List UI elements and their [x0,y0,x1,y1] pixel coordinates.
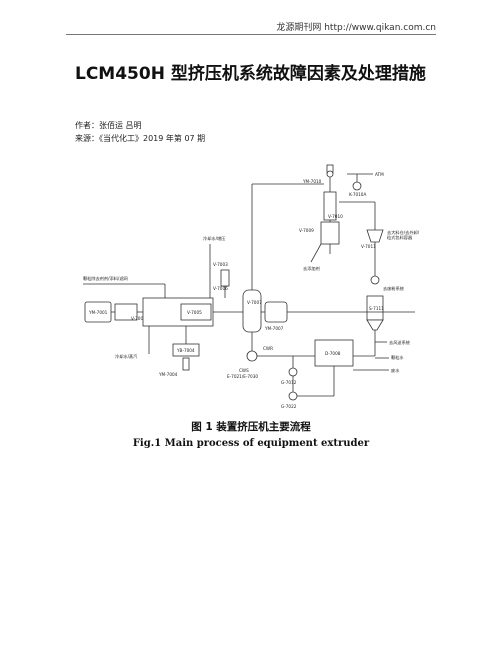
journal-header: 龙源期刊网 http://www.qikan.com.cn [276,23,436,33]
label-ym7004: YM-7004 [158,372,178,377]
label-yb7004: YB-7004 [176,348,195,353]
process-flow-diagram: YM-7010 ATM K-7010A V-7010 V-7009 去添加剂 V… [83,164,420,449]
ym7004-motor [182,357,190,371]
k7010a-fan [352,181,362,191]
label-cooling-return: 冷却水/蒸汽 [115,353,138,360]
v7011-hopper [366,229,384,243]
label-e-pump: E-7021/E-7030 [227,374,258,379]
pipe-v7009-branch [310,243,322,263]
article-title: LCM450H 型挤压机系统故障因素及处理措施 [75,64,426,84]
label-cws: CWS [239,368,249,373]
label-cwr: CWR [263,346,273,351]
label-atm: ATM [375,172,384,177]
label-g7022: G-7022 [281,404,297,409]
header-divider [66,34,436,35]
article-author: 作者：张佰运 吕明 [75,121,142,130]
label-from-storage: 去大料仓/去外卸/ [387,229,420,236]
article-source: 来源：《当代化工》2019 年第 07 期 [75,134,206,143]
label-ym7010: YM-7010 [302,179,322,184]
label-v7002: V-7002 [131,316,146,321]
label-to-dry: 去风送系统 [389,339,410,346]
label-d7008: D-7008 [325,351,341,356]
caption-cn: 图 1 装置挤压机主要流程 [191,420,311,433]
label-pellet-water: 颗粒除去剂剂/添料/滤网 [83,275,128,282]
ym7001-motor [84,301,112,323]
v7005-mixer [180,303,212,321]
ym7007-motor [264,301,288,323]
s7111-cone [366,319,384,331]
gearbox [114,303,138,321]
label-v7006: V-7006 [213,286,228,291]
label-ym7001: YM-7001 [88,310,108,315]
label-pellet-water2: 颗粒水 [391,354,404,361]
process-flow-figure: YM-7010 ATM K-7010A V-7010 V-7009 去添加剂 V… [75,162,427,454]
g7012-pump [288,367,298,377]
caption-en: Fig.1 Main process of equipment extruder [133,438,370,449]
label-wastewater: 废水 [391,367,400,374]
label-v7005: V-7005 [187,310,202,315]
label-ym7007: YM-7007 [264,326,284,331]
label-to-fines: 去废粉系统 [383,285,404,292]
label-v7007: V-7007 [247,300,262,305]
label-from-storage-2: 粒式包料容器 [387,234,413,241]
label-to-additive: 去添加剂 [303,265,320,272]
g7022-pump [288,391,298,401]
v7009-cyclone [320,221,340,245]
ym7010-fan [326,170,334,178]
label-v7009: V-7009 [299,228,314,233]
label-g7012: G-7012 [281,380,297,385]
label-s7111: S-7111 [369,306,384,311]
label-v7003: V-7003 [213,262,228,267]
label-k7010a: K-7010A [349,192,366,197]
d7008-dryer [314,339,354,367]
fines-rotary-valve [370,275,380,285]
v7007-vessel [242,289,262,333]
v7003-vessel [220,269,230,287]
label-v7010: V-7010 [328,214,343,219]
label-cooling-supply: 冷却水/增压 [203,235,225,242]
heat-exchanger [246,350,258,362]
label-v7011: V-7011 [361,244,376,249]
